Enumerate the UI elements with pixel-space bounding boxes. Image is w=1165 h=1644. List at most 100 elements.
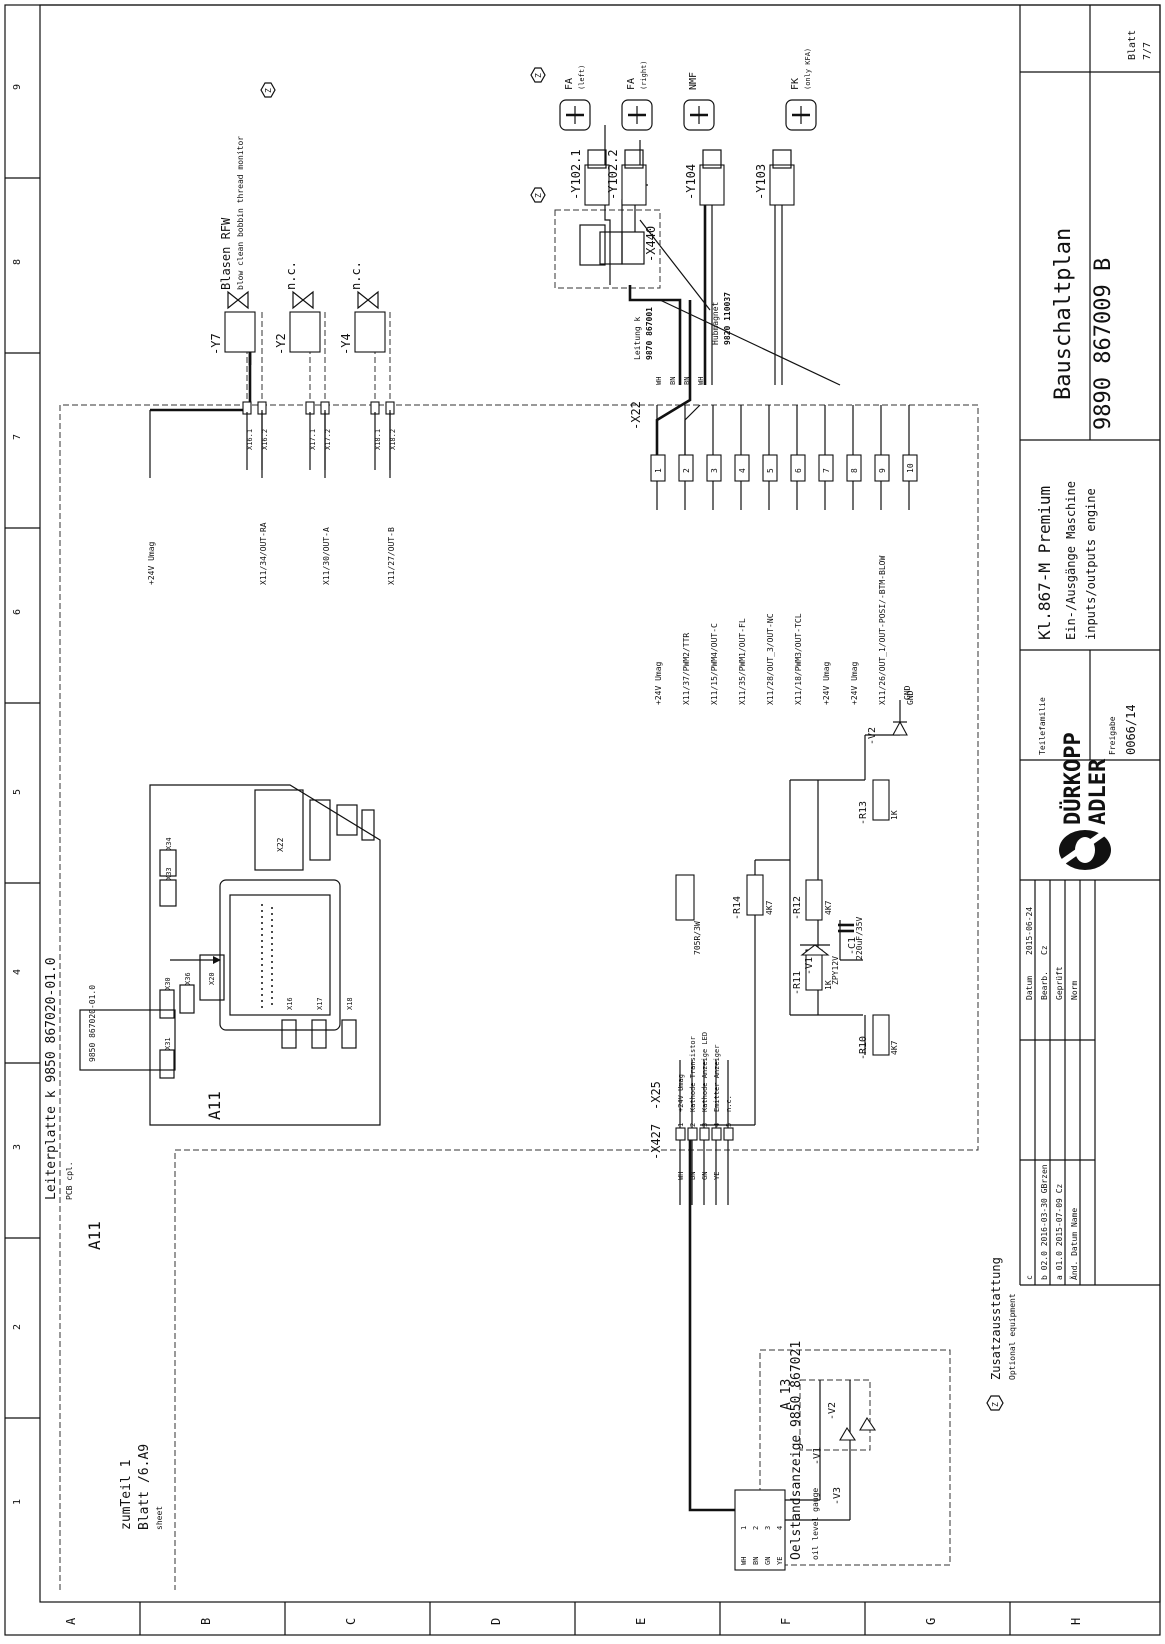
rev-a: a 01.0 2015-07-09 Cz xyxy=(1055,1183,1064,1280)
title-block: Bauschaltplan 9890 867009 B Blatt 7/7 Kl… xyxy=(1019,5,1160,1286)
valve-ref: -Y7 xyxy=(209,333,223,355)
a11-label: A11 xyxy=(85,1221,104,1250)
x25-label: Kathode Transistor xyxy=(689,1036,697,1112)
actuator-ref: -Y102.2 xyxy=(606,149,620,200)
logo-brand-1: DÜRKOPP xyxy=(1060,732,1086,825)
x440-connector: -X440 xyxy=(554,209,661,289)
output-signal: X11/27/OUT-B xyxy=(387,527,396,585)
grid-letter: A xyxy=(64,1617,78,1625)
svg-text:X20: X20 xyxy=(208,972,216,985)
a13-color: WH xyxy=(740,1557,748,1565)
pin-label: X17.2 xyxy=(324,429,332,450)
product-name: Kl.867-M Premium xyxy=(1035,486,1054,640)
svg-text:-X427: -X427 xyxy=(649,1124,663,1160)
svg-text:Z: Z xyxy=(991,1402,1000,1407)
x22-pin-number: 3 xyxy=(710,468,719,473)
valve-label: n.c. xyxy=(284,261,298,290)
output-signal: +24V Umag xyxy=(147,541,156,585)
x22-signal: GND xyxy=(906,690,915,705)
x25-label: Kathode Anzeige LED xyxy=(701,1032,709,1112)
oil-gauge-en: oil level gauge xyxy=(811,1488,820,1560)
x22-pin-number: 10 xyxy=(906,463,915,473)
actuator-body xyxy=(769,164,795,206)
logo-brand-2: ADLER xyxy=(1086,758,1111,825)
output-signal: X11/34/OUT-RA xyxy=(259,522,268,585)
pcb-illustration: A11 X22 X31 X30 X36 X20 X34 X33 X16 X17 … xyxy=(79,784,381,1126)
grid-number: 2 xyxy=(12,1324,23,1330)
optional-z-marker: Z xyxy=(534,73,543,78)
norm-label: Norm xyxy=(1070,981,1079,1000)
svg-text:1K: 1K xyxy=(890,810,899,820)
svg-text:9850 867020-01.0: 9850 867020-01.0 xyxy=(88,985,97,1062)
grid-number: 5 xyxy=(12,789,23,795)
x25-label: Emitter Anzeiger xyxy=(713,1045,721,1112)
x22-pin xyxy=(790,454,806,482)
valve-ref: -Y4 xyxy=(339,333,353,355)
a13-color: BN xyxy=(752,1557,760,1565)
optional-z-marker: Z xyxy=(264,88,273,93)
hubmagnet-number: 9820 110037 xyxy=(723,292,732,345)
x22-signal: +24V Umag xyxy=(850,661,859,705)
svg-text:-R13: -R13 xyxy=(858,801,869,825)
description-en: inputs/outputs engine xyxy=(1084,488,1098,640)
pin-label: X16.2 xyxy=(261,429,269,450)
svg-text:1K: 1K xyxy=(824,980,833,990)
svg-text:-V2: -V2 xyxy=(867,727,878,745)
x22-signal: X11/37/PWM2/TTR xyxy=(682,633,691,705)
x25-label: n.c. xyxy=(725,1095,733,1112)
grid-number: 6 xyxy=(12,609,23,615)
output-signal: X11/30/OUT-A xyxy=(322,527,331,585)
gepr-label: Geprüft xyxy=(1055,966,1064,1000)
actuator-ref: -Y102.1 xyxy=(569,149,583,200)
x22-signal: +24V Umag xyxy=(822,661,831,705)
valve-body xyxy=(224,311,256,353)
grid-letter: G xyxy=(924,1618,938,1625)
svg-text:-R14: -R14 xyxy=(732,896,743,920)
x22-pin xyxy=(650,454,666,482)
a13-pin: 2 xyxy=(752,1526,760,1530)
actuator-ref: -Y104 xyxy=(684,164,698,200)
actuator-icon xyxy=(683,99,715,131)
optional-de: Zusatzausstattung xyxy=(989,1257,1003,1380)
a13-pin: 3 xyxy=(764,1526,772,1530)
leiterplatte-label: Leiterplatte k 9850 867020-01.0 xyxy=(44,957,59,1200)
svg-text:X22: X22 xyxy=(276,837,285,852)
actuator-body xyxy=(699,164,725,206)
rev-c: c xyxy=(1025,1275,1034,1280)
actuator-sub: (left) xyxy=(578,65,586,90)
svg-text:X36: X36 xyxy=(184,972,192,985)
x25-pin-number: 2 xyxy=(689,1123,697,1127)
pin-label: X17.1 xyxy=(309,429,317,450)
grid-letter: E xyxy=(634,1618,648,1625)
blatt-note: Blatt /6.A9 xyxy=(137,1444,152,1530)
x22-pin-number: 7 xyxy=(822,468,831,473)
x22-pin xyxy=(762,454,778,482)
x22-pin xyxy=(874,454,890,482)
x25-wire-color: BN xyxy=(689,1172,697,1180)
sheet-value: 7/7 xyxy=(1142,42,1153,60)
actuator-icon xyxy=(785,99,817,131)
leitung-number: 9870 867001 xyxy=(645,307,654,360)
x22-pin xyxy=(678,454,694,482)
x22-pin xyxy=(846,454,862,482)
rev-b: b 02.0 2016-03-30 GBrzen xyxy=(1040,1164,1049,1280)
svg-text:X33: X33 xyxy=(165,867,173,880)
x22-pin xyxy=(706,454,722,482)
svg-text:X16: X16 xyxy=(286,997,294,1010)
grid-number: 9 xyxy=(12,84,23,90)
valve-body xyxy=(354,311,386,353)
optional-en: Optional equipment xyxy=(1008,1293,1017,1380)
x25-pin-number: 3 xyxy=(701,1123,709,1127)
svg-text:4K7: 4K7 xyxy=(824,900,833,915)
svg-text:X31: X31 xyxy=(164,1037,172,1050)
date-header: Datum xyxy=(1025,976,1034,1000)
x25-pin-number: 4 xyxy=(713,1123,721,1127)
wire-color: WH xyxy=(655,377,663,385)
svg-text:GND: GND xyxy=(903,685,912,700)
x22-pin-number: 9 xyxy=(878,468,887,473)
rev-header: Änd. Datum Name xyxy=(1069,1208,1079,1280)
pin-label: X16.1 xyxy=(246,429,254,450)
x22-header xyxy=(254,789,304,871)
